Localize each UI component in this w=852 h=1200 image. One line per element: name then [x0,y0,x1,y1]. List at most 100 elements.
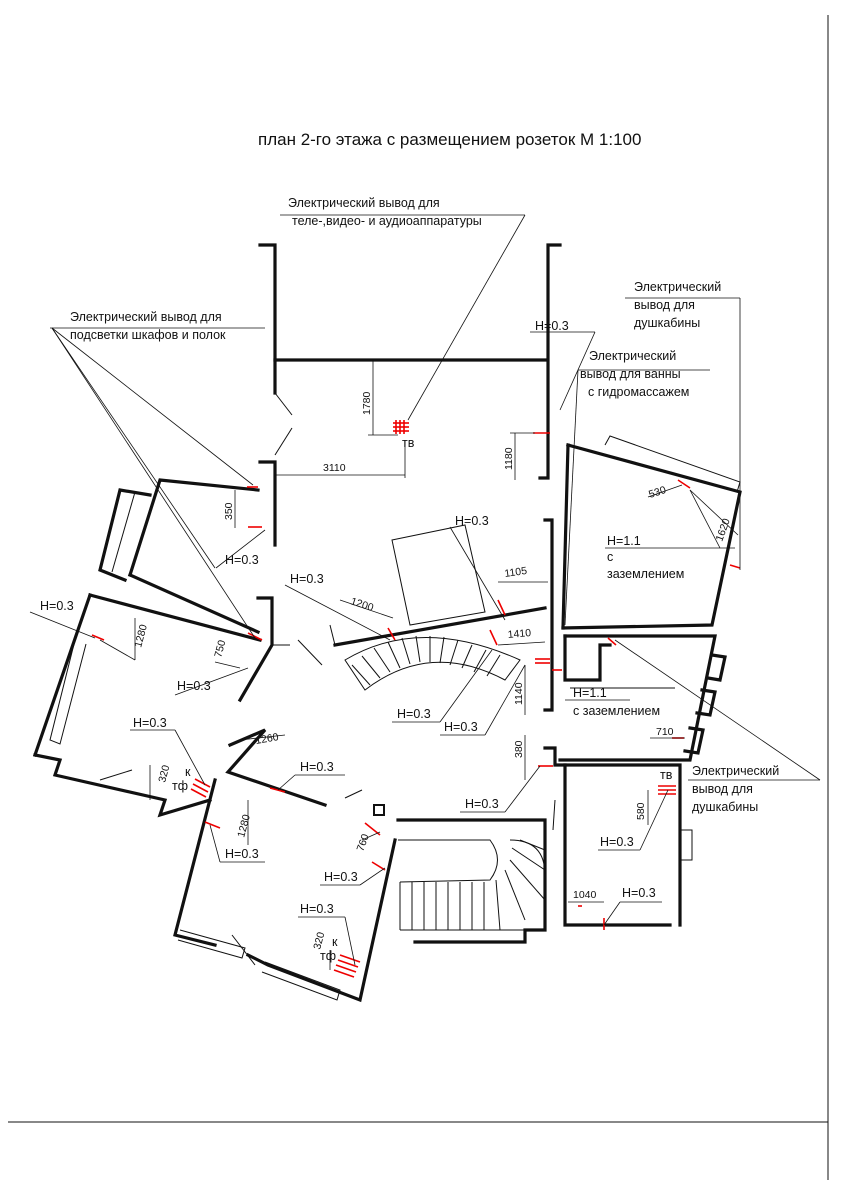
window-right-mid-2 [695,688,717,717]
wall-upper-left [258,243,277,395]
dimension-lines [99,360,739,970]
outlet-mark [204,821,221,829]
tv-outlet-mark [393,420,409,434]
dimension-1180: 1180 [503,447,515,470]
dimension-1105: 1105 [504,565,528,580]
height-label-h11-top: Н=1.1 [607,534,641,548]
dimension-1260: 1260 [254,731,279,747]
stair-steps-lower [399,839,546,931]
note-shower-top-line1: Электрический [634,280,721,294]
tf-symbol-left: тф [172,779,188,793]
door-upper-left [274,392,293,416]
door-right-low [552,799,556,831]
window-right-top [604,435,741,493]
note-shower-bottom-line3: душкабины [692,800,758,814]
wall-right-top-left [561,443,570,630]
window-right-mid-1 [706,653,727,682]
height-label: Н=0.3 [600,835,634,849]
outlet-mark [677,479,691,489]
wall-left-upper-room [127,478,260,578]
dimension-1040: 1040 [573,889,597,901]
height-label: Н=0.3 [290,572,324,586]
dimension-580: 580 [635,802,647,820]
wall-stair-top-inner [329,624,336,646]
note-shower-top-line3: душкабины [634,316,700,330]
window-left-upper-inner [111,491,136,573]
phone-outlet-mark-lower [333,954,361,978]
plan-title: план 2-го этажа с размещением розеток М … [258,130,641,149]
height-label-h11-mid: Н=1.1 [573,686,607,700]
dimension-1780: 1780 [361,391,373,415]
note-shower-top-line2: вывод для [634,298,695,312]
door-left-mid [99,769,133,781]
grounding-label-mid: с заземлением [573,704,660,718]
outlet-marks [91,420,741,978]
height-label: Н=0.3 [40,599,74,613]
height-label: Н=0.3 [535,319,569,333]
wall-lower-left-bottom [245,838,397,1003]
height-label: Н=0.3 [444,720,478,734]
dimension-1140: 1140 [513,682,525,705]
door-upper-left-2 [274,427,293,456]
phone-outlet-mark-left [190,778,211,798]
stair-lower-outer [509,839,546,930]
dimension-530: 530 [647,484,668,501]
wall-left-mid-bottom [33,753,212,818]
dimension-320-left: 320 [156,764,172,784]
outlet-mark [489,629,498,646]
column [373,804,385,816]
height-label: Н=0.3 [225,553,259,567]
grounding-label-top: заземлением [607,567,684,581]
wall-right-low-top [563,763,682,927]
wall-lower-left-room [225,728,328,808]
outlet-mark [497,599,506,616]
note-lighting-line2: подсветки шкафов и полок [70,328,226,342]
wall-right-mid-room [558,634,717,762]
height-label: Н=0.3 [622,886,656,900]
stair-lower-curve [398,839,498,883]
window-left-mid [49,639,87,745]
height-label: Н=0.3 [397,707,431,721]
dimension-1280-left: 1280 [132,623,150,649]
wall-center-diag [297,639,323,666]
wall-right-top-room [561,443,742,630]
window-right-mid-3 [683,726,705,755]
dimension-3110: 3110 [323,462,346,474]
k-symbol-lower: к [332,935,338,949]
tv-symbol: тв [402,436,415,450]
dimension-760: 760 [355,832,372,853]
outlet-mark [269,787,286,793]
tf-symbol-lower: тф [320,949,336,963]
dimension-1280-lower: 1280 [235,813,253,839]
outlet-mark [387,627,396,641]
outlet-mark [91,634,105,641]
outlet-mark [371,861,386,871]
height-label: Н=0.3 [177,679,211,693]
note-lighting-line1: Электрический вывод для [70,310,222,324]
outlet-mark [247,632,263,641]
dimension-320-lower: 320 [311,931,327,951]
note-shower-bottom-line1: Электрический [692,764,779,778]
note-bath-line3: с гидромассажем [588,385,689,399]
wall-stair-top [333,606,547,647]
note-tv-outlet-line1: Электрический вывод для [288,196,440,210]
window-lower-left-2 [261,961,341,1001]
dimension-710: 710 [656,726,674,738]
wall-lower-left-outer [173,778,217,947]
stair-top-box [391,524,486,626]
note-tv-outlet-line2: теле-,видео- и аудиоаппаратуры [292,214,482,228]
window-right-low [680,829,693,861]
wall-lower-stair [396,818,547,944]
stair-steps-upper [344,635,521,691]
outlet-mark [729,564,741,569]
dimension-750: 750 [212,639,228,659]
height-label: Н=0.3 [324,870,358,884]
k-symbol-left: к [185,765,191,779]
wall-left-mid-top [88,593,262,642]
dimension-380: 380 [513,740,525,758]
dimension-1200: 1200 [349,595,375,614]
grounding-s-top: с [607,550,613,564]
dimension-350: 350 [223,502,235,520]
door-lower-left [231,934,256,966]
